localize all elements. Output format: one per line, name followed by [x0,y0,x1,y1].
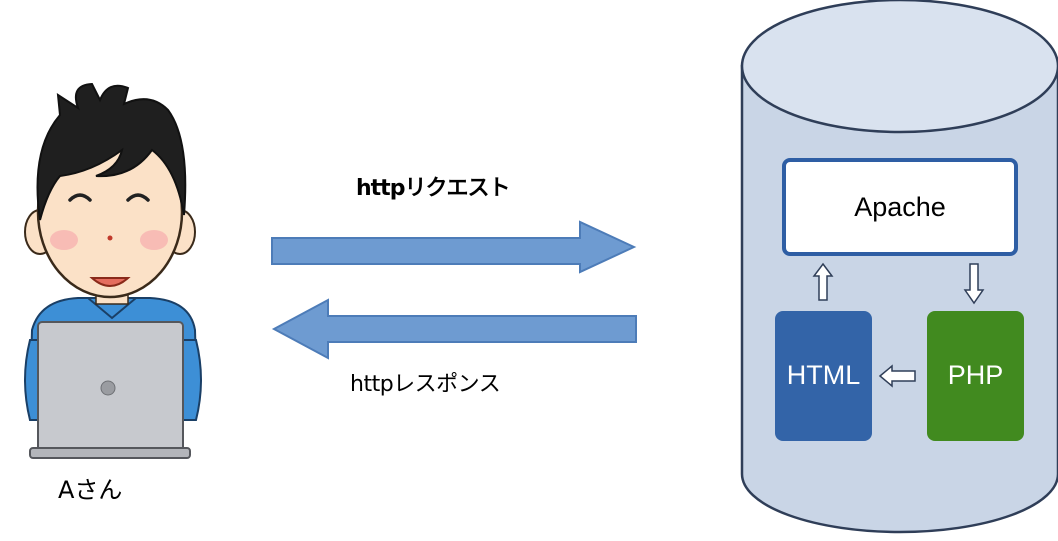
person-mouth [89,277,131,287]
server-cylinder [740,0,1058,534]
response-label: httpレスポンス [350,372,501,397]
user-label: Aさん [58,476,123,504]
response-arrow [271,298,637,360]
php-label: PHP [947,360,1004,390]
person-illustration [24,82,202,459]
person-nose [107,235,113,241]
request-label: httpリクエスト [356,176,510,201]
apache-label: Apache [854,192,946,222]
laptop-logo-icon [100,380,116,396]
php-box [927,311,1024,441]
html-label: HTML [786,360,861,390]
person-left-cheek [50,230,78,250]
up-arrow-icon [812,262,834,301]
person-left-eye [68,193,92,202]
laptop-base [29,447,191,459]
cylinder-top [740,0,1058,134]
html-box [775,311,872,441]
down-arrow-icon [963,263,985,305]
request-arrow [271,220,637,274]
left-arrow-icon [878,364,916,388]
person-right-cheek [140,230,168,250]
person-hair [36,82,187,221]
cylinder-body [740,64,1058,534]
person-right-eye [126,193,150,202]
person-right-arm [179,339,202,421]
apache-box [782,158,1018,256]
